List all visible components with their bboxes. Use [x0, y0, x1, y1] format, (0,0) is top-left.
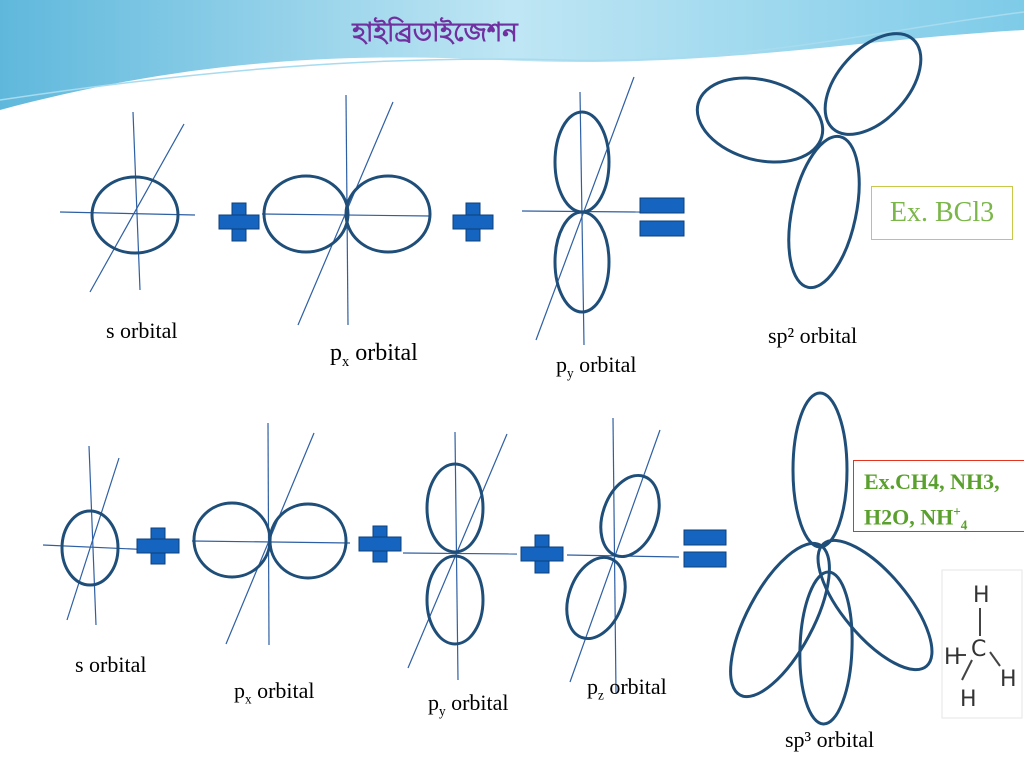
- hydrogen-atom: H: [1000, 667, 1017, 692]
- sp2-orbital-lobe: [695, 76, 825, 164]
- header-wave-line-2: [0, 11, 1024, 101]
- label-subscript: y: [567, 365, 574, 381]
- axis-line: [535, 76, 635, 341]
- px-orbital-lobe: [262, 174, 350, 254]
- example-text: H2O, NH: [864, 504, 954, 530]
- example-superscript: +: [953, 504, 961, 519]
- label-rest: orbital: [603, 674, 667, 699]
- plus-icon: [452, 202, 494, 242]
- example-line-1: Ex.CH4, NH3,: [864, 469, 1000, 494]
- header-wave-line: [0, 33, 1024, 116]
- orbitals-group: [60, 32, 934, 726]
- py-orbital-lobe: [425, 462, 485, 554]
- bond-line: [989, 651, 1001, 667]
- pz-orbital-lobe: [599, 473, 661, 559]
- py-orbital-lobe: [425, 554, 485, 646]
- label-subscript: z: [598, 687, 604, 703]
- sp3-orbital-lobe: [798, 570, 854, 726]
- label-rest: orbital: [573, 352, 637, 377]
- axis-line: [89, 123, 185, 293]
- label-subscript: x: [342, 353, 350, 370]
- label-subscript: y: [439, 703, 446, 719]
- hydrogen-atom: H: [973, 583, 990, 608]
- sp3-orbital-label: sp³ orbital: [785, 727, 875, 752]
- carbon-atom: C: [971, 637, 986, 662]
- pz-orbital-label: pz orbital: [587, 674, 667, 703]
- bond-line: [961, 659, 973, 681]
- sp2-orbital-lobe: [823, 32, 923, 136]
- sp3-orbital-lobe: [791, 391, 849, 549]
- label-rest: orbital: [445, 690, 509, 715]
- label-main: p: [234, 678, 245, 703]
- example-line-2: H2O, NH+4: [864, 497, 1024, 541]
- plus-icon: [218, 202, 260, 242]
- pz-orbital-lobe: [565, 555, 627, 641]
- equals-icon: [683, 529, 727, 568]
- label-main: p: [587, 674, 598, 699]
- methane-structure: H C H H H: [941, 569, 1023, 719]
- axis-line: [59, 211, 196, 216]
- label-main: p: [556, 352, 567, 377]
- s-orbital-label: s orbital: [106, 318, 178, 343]
- label-rest: orbital: [349, 340, 418, 366]
- axis-line: [88, 445, 97, 626]
- py-orbital-label: py orbital: [428, 690, 509, 719]
- sp2-orbital-lobe: [787, 134, 861, 290]
- axis-line: [579, 91, 585, 346]
- plus-icon: [358, 525, 402, 563]
- py-orbital-label: py orbital: [556, 352, 637, 381]
- label-main: p: [330, 340, 342, 366]
- px-orbital-lobe: [268, 502, 348, 580]
- methane-frame: [941, 569, 1023, 719]
- plus-icon: [136, 527, 180, 565]
- sp3-orbital-lobe: [729, 541, 831, 699]
- header-banner: [0, 0, 1024, 110]
- px-orbital-label: px orbital: [330, 340, 418, 371]
- axis-line: [132, 111, 141, 291]
- label-subscript: x: [245, 691, 252, 707]
- px-orbital-lobe: [344, 174, 432, 254]
- axis-line: [402, 552, 518, 555]
- example-box-bcl3: Ex. BCl3: [871, 186, 1013, 240]
- hydrogen-atom: H: [960, 687, 977, 712]
- example-box-ch4: Ex.CH4, NH3, H2O, NH+4: [853, 460, 1024, 533]
- px-orbital-lobe: [192, 501, 272, 579]
- slide-title: হাইব্রিডাইজেশন: [352, 18, 518, 48]
- s-orbital-label: s orbital: [75, 652, 147, 677]
- label-main: p: [428, 690, 439, 715]
- s-orbital-lobe: [90, 175, 180, 255]
- axis-line: [66, 457, 120, 621]
- py-orbital-lobe: [553, 210, 611, 314]
- equals-icon: [639, 197, 685, 237]
- example-subscript: 4: [960, 517, 968, 533]
- label-rest: orbital: [251, 678, 315, 703]
- plus-icon: [520, 534, 564, 574]
- s-orbital-lobe: [60, 509, 120, 587]
- hydrogen-atom: H: [944, 645, 961, 670]
- px-orbital-label: px orbital: [234, 678, 315, 707]
- sp2-orbital-label: sp² orbital: [768, 323, 858, 348]
- axes-group: [42, 76, 680, 694]
